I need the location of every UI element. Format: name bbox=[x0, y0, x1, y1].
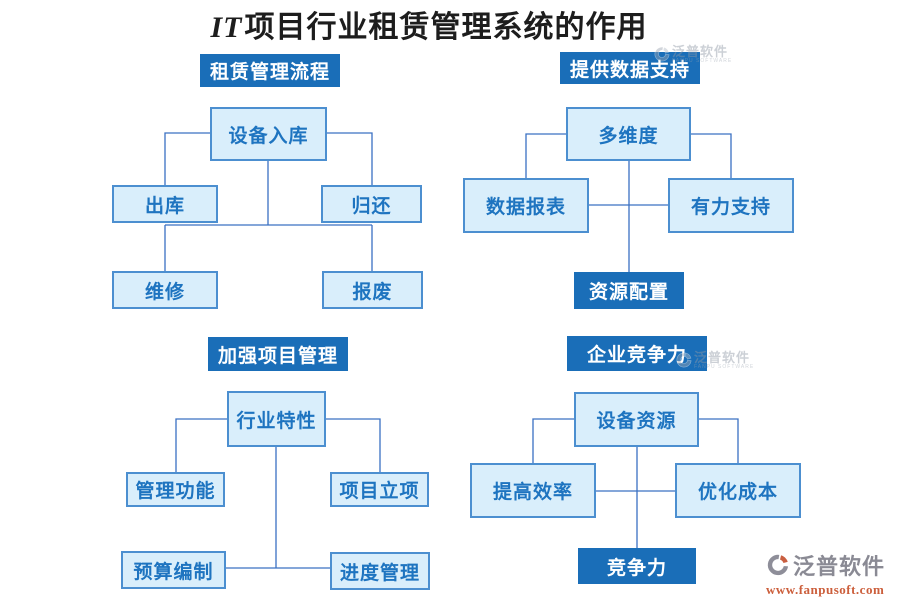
node-budgeting: 预算编制 bbox=[121, 551, 226, 589]
node-industry-traits: 行业特性 bbox=[227, 391, 326, 447]
node-cost-optimization: 优化成本 bbox=[675, 463, 801, 518]
node-equipment-inbound: 设备入库 bbox=[210, 107, 327, 161]
header-competitiveness: 企业竞争力 bbox=[567, 336, 707, 371]
node-maintenance: 维修 bbox=[112, 271, 218, 309]
node-equipment-resources: 设备资源 bbox=[574, 392, 699, 447]
node-project-initiation: 项目立项 bbox=[330, 472, 429, 507]
fanpu-logo-icon bbox=[766, 553, 790, 577]
page-title-prefix: IT bbox=[210, 11, 243, 44]
page-title-rest: 项目行业租赁管理系统的作用 bbox=[244, 11, 648, 44]
header-data-support: 提供数据支持 bbox=[560, 52, 700, 84]
node-efficiency: 提高效率 bbox=[470, 463, 596, 518]
node-return: 归还 bbox=[321, 185, 422, 223]
brand-logo: 泛普软件 www.fanpusoft.com bbox=[766, 549, 898, 598]
page-title: IT项目行业租赁管理系统的作用 bbox=[0, 2, 858, 46]
node-management-functions: 管理功能 bbox=[126, 472, 225, 507]
connectors-project-management bbox=[175, 418, 381, 569]
brand-name: 泛普软件 bbox=[793, 554, 886, 579]
node-strong-support: 有力支持 bbox=[668, 178, 794, 233]
connectors-rental-process bbox=[164, 132, 373, 271]
connectors-data-support bbox=[525, 133, 732, 272]
connectors-competitiveness bbox=[532, 418, 739, 548]
node-outbound: 出库 bbox=[112, 185, 218, 223]
node-data-report: 数据报表 bbox=[463, 178, 589, 233]
node-scrap: 报废 bbox=[322, 271, 423, 309]
header-project-management: 加强项目管理 bbox=[208, 337, 348, 371]
header-rental-process: 租赁管理流程 bbox=[200, 54, 340, 87]
node-competitiveness: 竞争力 bbox=[578, 548, 696, 584]
node-multi-dimension: 多维度 bbox=[566, 107, 691, 161]
brand-url: www.fanpusoft.com bbox=[766, 582, 885, 597]
node-progress-management: 进度管理 bbox=[330, 552, 430, 590]
node-resource-allocation: 资源配置 bbox=[574, 272, 684, 309]
